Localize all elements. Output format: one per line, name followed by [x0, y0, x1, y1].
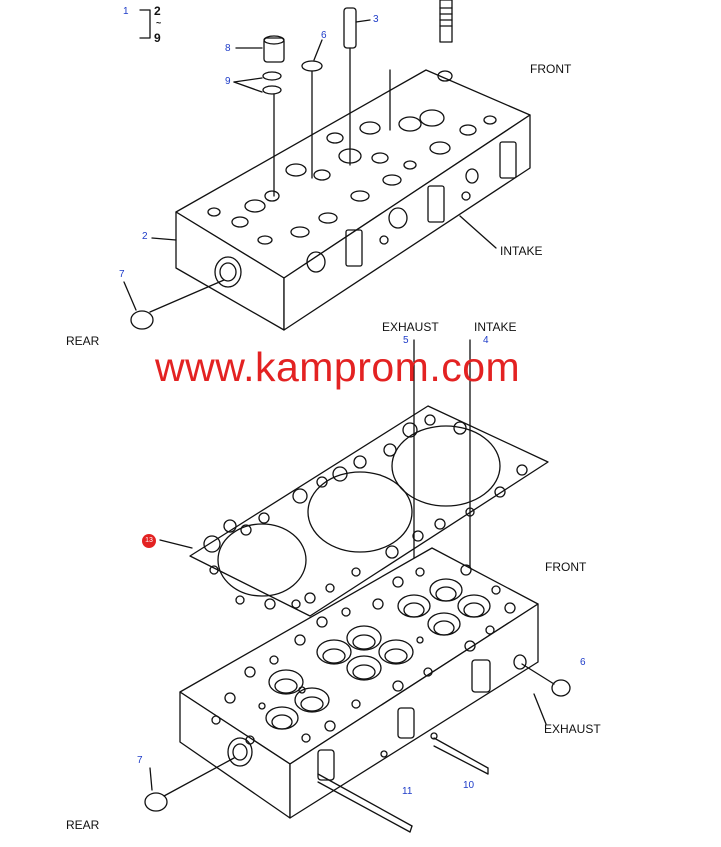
- gasket-holes: [203, 414, 528, 610]
- stud-11: [317, 773, 413, 833]
- callout-7b: 7: [137, 755, 143, 766]
- callout-1: 1: [123, 6, 129, 17]
- stud-10: [433, 737, 489, 775]
- callout-9: 9: [154, 31, 161, 45]
- label-intake-mid: INTAKE: [474, 320, 517, 334]
- callout-3: 3: [373, 14, 379, 25]
- callout-8: 8: [225, 43, 231, 54]
- callout-4: 4: [483, 335, 489, 346]
- label-intake-top: INTAKE: [500, 244, 543, 258]
- callout-11: 11: [402, 786, 413, 797]
- block-bolt-holes: [211, 564, 516, 745]
- callout-10: 10: [463, 780, 475, 791]
- label-front-top: FRONT: [530, 62, 572, 76]
- plug-rear-bottom: [144, 757, 235, 812]
- callout-2: 2: [154, 4, 161, 18]
- head-side-ports: [214, 141, 517, 288]
- callout-7: 7: [119, 269, 125, 280]
- plug-front-bottom: [521, 663, 571, 697]
- callout-range: ~: [156, 18, 162, 28]
- plug-rear-top: [130, 279, 225, 330]
- callout-leaders: [123, 9, 497, 311]
- callout-9b: 9: [225, 76, 231, 87]
- label-front-bottom: FRONT: [545, 560, 587, 574]
- cylinder-head-bottom: [144, 547, 571, 833]
- callout-2b: 2: [142, 231, 148, 242]
- callout-6b: 6: [580, 657, 586, 668]
- label-rear-top: REAR: [66, 334, 100, 348]
- callout-6: 6: [321, 30, 327, 41]
- block-side-features: [227, 654, 527, 781]
- head-gasket: [189, 405, 549, 617]
- watermark-text: www.kamprom.com: [155, 344, 521, 390]
- valve-seats: [265, 578, 491, 730]
- label-exhaust-bottom: EXHAUST: [544, 722, 601, 736]
- callout-5: 5: [403, 335, 409, 346]
- head-top-parts: [262, 0, 453, 197]
- callout-13: 13: [142, 534, 156, 548]
- cylinder-head-top: [130, 0, 531, 331]
- label-rear-bottom: REAR: [66, 818, 100, 832]
- label-exhaust-mid: EXHAUST: [382, 320, 439, 334]
